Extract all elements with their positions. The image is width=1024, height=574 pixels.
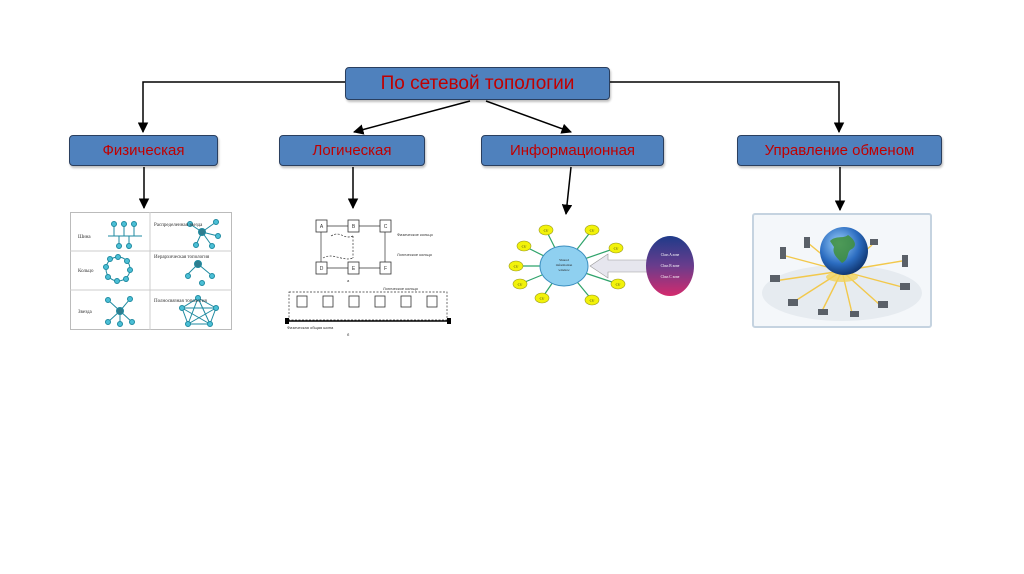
physical-topologies-image: Шина Распределенная звезда Кольцо Иерарх…	[70, 212, 232, 330]
shared-window-line2: information	[556, 263, 573, 267]
exchange-label: Управление обменом	[764, 142, 915, 159]
exchange-control-image	[752, 213, 932, 328]
node-c-label: C	[384, 224, 388, 230]
svg-text:CU: CU	[544, 229, 549, 233]
connector-informational-image	[561, 166, 573, 216]
shared-window-line3: window	[558, 268, 570, 272]
root-label: По сетевой топологии	[380, 72, 575, 94]
svg-text:CU: CU	[590, 229, 595, 233]
logical-topologies-image: A B C D E F Физическое кольцо Логическое…	[285, 219, 451, 337]
svg-text:CU: CU	[590, 299, 595, 303]
logical-label: Логическая	[312, 142, 392, 159]
shared-window-line1: Shared	[559, 258, 569, 262]
node-b-label: B	[352, 224, 356, 230]
logical-ring-label: Логическое кольцо	[397, 252, 433, 257]
physical-label: Физическая	[102, 142, 185, 159]
zone-c-label: Class C zone	[661, 275, 680, 279]
logical-ring2-label: Логическое кольцо	[383, 286, 419, 291]
svg-text:CU: CU	[522, 245, 527, 249]
mesh-label: Полносвязная топология	[154, 299, 208, 304]
informational-topology-image: CU CU CU CU CU CU CU CU CU Shared inform…	[508, 224, 694, 306]
connector-root-exchange	[610, 81, 845, 134]
ring-label: Кольцо	[78, 269, 94, 274]
node-a-label: A	[320, 224, 324, 230]
bus-caption: Физическая общая шина	[287, 325, 334, 330]
caption-b: б	[347, 332, 350, 337]
node-e-label: E	[352, 266, 356, 272]
logical-topology-box: Логическая	[279, 135, 425, 166]
zone-b-label: Class B zone	[661, 264, 680, 268]
svg-text:CU: CU	[540, 297, 545, 301]
informational-label: Информационная	[509, 142, 636, 159]
zone-a-label: Class A zone	[661, 253, 680, 257]
caption-a: а	[347, 278, 350, 283]
svg-text:CU: CU	[514, 265, 519, 269]
physical-ring-label: Физическое кольцо	[397, 232, 434, 237]
physical-topology-box: Физическая	[69, 135, 218, 166]
svg-text:CU: CU	[614, 247, 619, 251]
connector-root-logical	[352, 100, 471, 135]
bus-label: Шина	[78, 235, 91, 240]
node-f-label: F	[384, 266, 387, 272]
connector-root-informational	[485, 100, 572, 134]
star-label: Звезда	[78, 310, 93, 315]
distributed-star-label: Распределенная звезда	[154, 223, 203, 228]
svg-text:CU: CU	[616, 283, 621, 287]
exchange-control-box: Управление обменом	[737, 135, 942, 166]
root-topology-box: По сетевой топологии	[345, 67, 610, 100]
informational-topology-box: Информационная	[481, 135, 664, 166]
connector-root-physical	[137, 81, 345, 134]
hierarchical-label: Иерархическая топология	[154, 255, 210, 260]
node-d-label: D	[320, 266, 324, 272]
svg-text:CU: CU	[518, 283, 523, 287]
